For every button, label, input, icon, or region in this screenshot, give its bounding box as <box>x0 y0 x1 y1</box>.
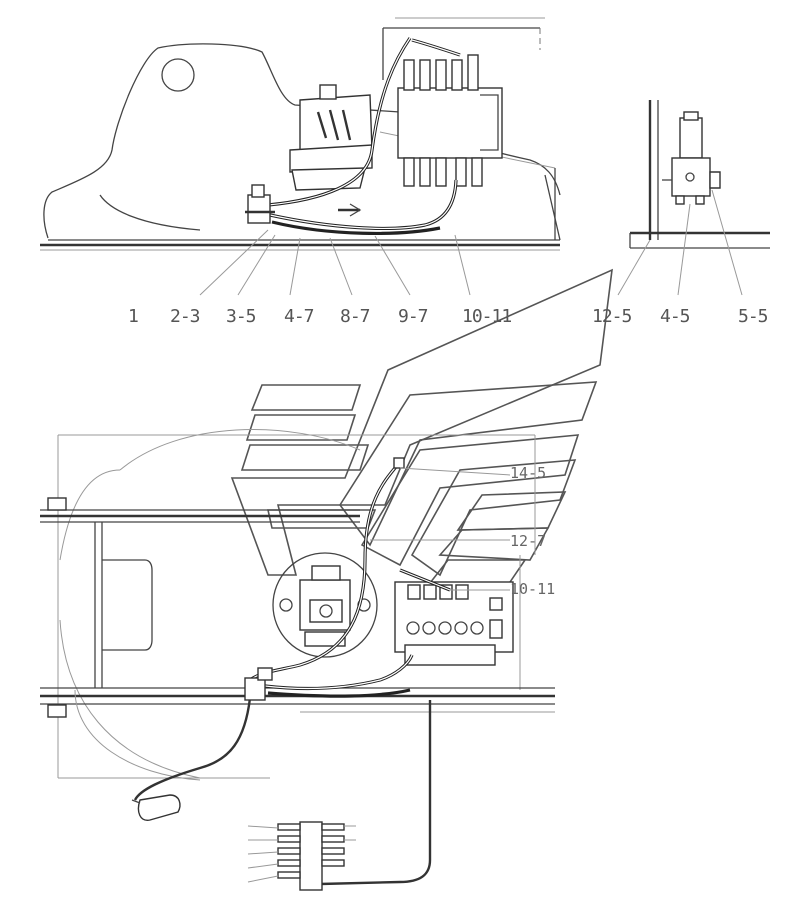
top-hoses <box>267 37 461 236</box>
callout-1: 1 <box>128 306 138 327</box>
solenoid-valve-top <box>245 184 275 224</box>
lubrication-manifold <box>247 821 356 891</box>
side-detail-view <box>629 100 770 249</box>
callout-2-3: 2-3 <box>170 306 200 327</box>
callout-4-7: 4-7 <box>284 306 314 327</box>
valve-detail-unit <box>662 111 721 205</box>
valve-bank-plan <box>394 581 514 666</box>
leader-lines-bottom <box>370 467 511 591</box>
callout-8-7: 8-7 <box>340 306 370 327</box>
callout-4-5: 4-5 <box>660 306 690 327</box>
callout-12-5: 12-5 <box>592 306 632 327</box>
pump-housing <box>289 84 373 191</box>
foot-switch <box>131 794 181 821</box>
callout-3-5: 3-5 <box>226 306 256 327</box>
bottom-callouts: 14-5 12-7 10-11 <box>510 464 555 598</box>
callout-14-5: 14-5 <box>510 464 546 482</box>
leader-lines-top <box>199 189 743 296</box>
callout-5-5: 5-5 <box>738 306 768 327</box>
callout-9-7: 9-7 <box>398 306 428 327</box>
multi-way-valve-block <box>397 54 503 187</box>
top-callouts: 1 2-3 3-5 4-7 8-7 9-7 10-11 12-5 4-5 5-5 <box>128 306 769 327</box>
pump-flange-plan <box>272 552 378 658</box>
bottom-plan-view <box>40 429 555 891</box>
callout-10-11: 10-11 <box>462 306 511 327</box>
callout-10-11-bottom: 10-11 <box>510 580 555 598</box>
solenoid-valve-plan <box>244 667 273 701</box>
bottom-hoses <box>133 460 451 886</box>
top-side-view <box>40 17 561 251</box>
callout-12-7: 12-7 <box>510 532 546 550</box>
